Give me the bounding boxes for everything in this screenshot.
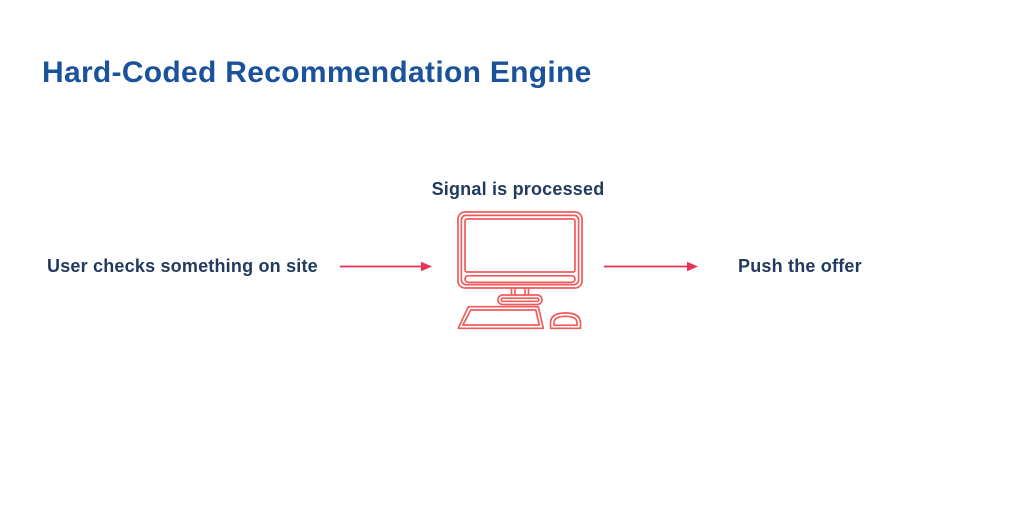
flow-step-push-offer-label: Push the offer [738, 256, 862, 276]
page-title: Hard-Coded Recommendation Engine [42, 56, 592, 89]
desktop-computer-icon [457, 211, 583, 330]
flow-node-signal-label: Signal is processed [431, 179, 605, 199]
arrow-right-icon [604, 261, 698, 272]
arrow-right-icon [340, 261, 432, 272]
flow-step-user-action-label: User checks something on site [47, 256, 318, 276]
